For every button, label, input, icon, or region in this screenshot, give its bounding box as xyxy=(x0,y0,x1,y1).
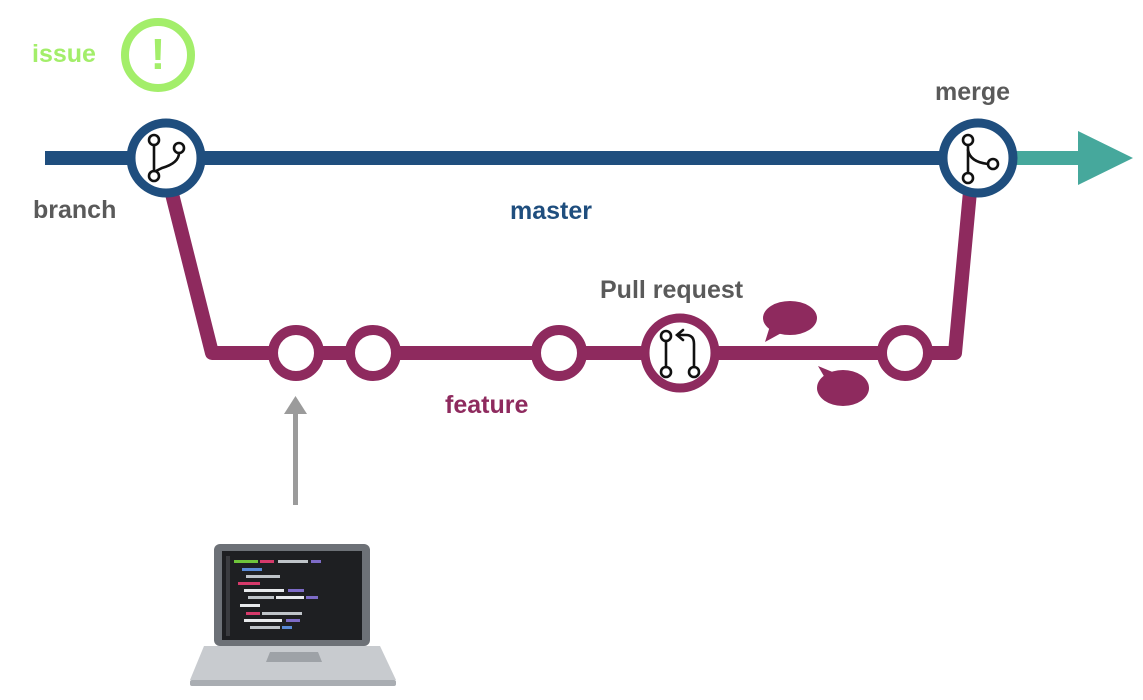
git-branch-icon xyxy=(126,118,206,198)
pull-request-icon xyxy=(640,313,720,393)
issue-label: issue xyxy=(32,40,96,68)
merge-label: merge xyxy=(935,78,1011,106)
comment-bubble-icon xyxy=(817,366,869,406)
up-arrow-icon xyxy=(284,396,307,505)
issue-icon xyxy=(121,18,195,92)
commit-node xyxy=(877,325,933,381)
commit-node xyxy=(268,325,324,381)
merge-output-arrow-head xyxy=(1078,131,1133,185)
branch-label: branch xyxy=(33,196,117,224)
issue-mark: ! xyxy=(150,30,166,79)
commit-node xyxy=(345,325,401,381)
pull-request-label: Pull request xyxy=(600,276,744,304)
master-label: master xyxy=(510,197,592,225)
merge-output-line xyxy=(1010,151,1082,165)
laptop-screen-code xyxy=(226,556,321,636)
git-merge-icon xyxy=(938,118,1018,198)
commit-node xyxy=(531,325,587,381)
feature-label: feature xyxy=(445,391,529,419)
laptop-icon xyxy=(190,544,396,686)
comment-bubble-icon xyxy=(763,301,817,342)
